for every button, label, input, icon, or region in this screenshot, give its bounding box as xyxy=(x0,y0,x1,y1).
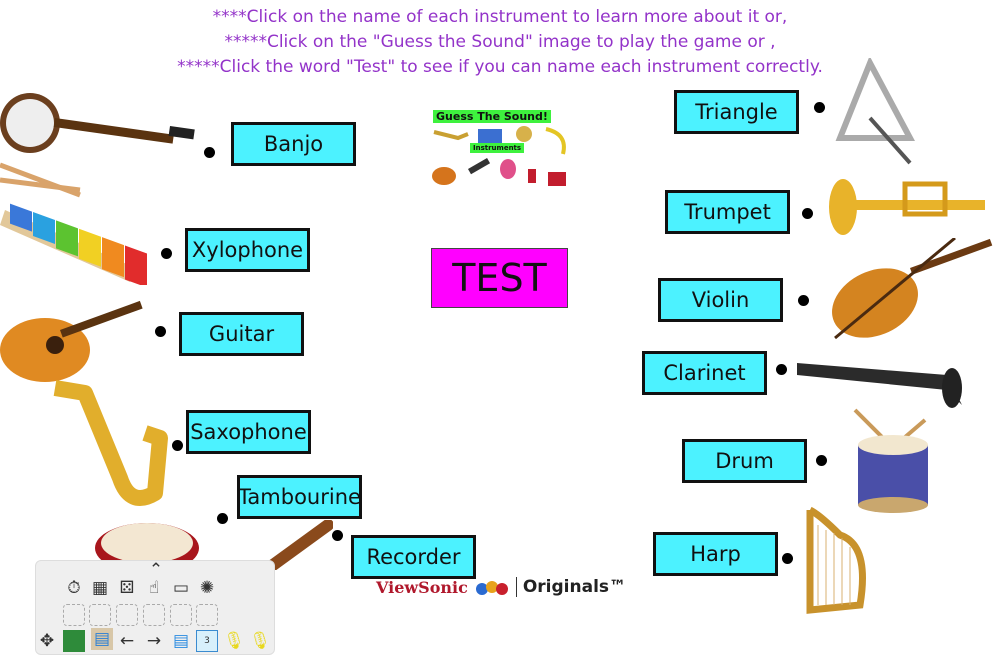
trumpet-dot xyxy=(802,208,813,219)
violin-dot xyxy=(798,295,809,306)
trumpet-image xyxy=(829,179,985,235)
whiteboard-icon[interactable] xyxy=(63,630,85,652)
violin-label[interactable]: Violin xyxy=(658,278,783,322)
empty-slot[interactable] xyxy=(170,604,192,626)
floating-toolbar: ⌃ ⏱ ▦ ⚄ ☝ ▭ ✺ ✥ ▤ ← → ▤ 3 🎙 🎙 xyxy=(35,560,275,655)
tambourine-label[interactable]: Tambourine xyxy=(237,475,362,519)
clarinet-image xyxy=(797,363,962,408)
instruments-collage-icon xyxy=(432,126,566,186)
empty-slot[interactable] xyxy=(196,604,218,626)
harp-label[interactable]: Harp xyxy=(653,532,778,576)
harp-dot xyxy=(782,553,793,564)
microphone-list-icon[interactable]: 🎙 xyxy=(249,631,271,651)
guess-the-sound-title: Guess The Sound! xyxy=(433,110,551,123)
empty-slot[interactable] xyxy=(116,604,138,626)
page-number-icon[interactable]: 3 xyxy=(196,630,218,652)
drum-dot xyxy=(816,455,827,466)
empty-slot[interactable] xyxy=(89,604,111,626)
instruction-line-3: *****Click the word "Test" to see if you… xyxy=(177,57,823,77)
viewsonic-originals-logo: ViewSonic Originals™ xyxy=(376,577,626,597)
triangle-image xyxy=(835,58,915,165)
saxophone-label[interactable]: Saxophone xyxy=(186,410,311,454)
xylophone-dot xyxy=(161,248,172,259)
arrow-left-icon[interactable]: ← xyxy=(119,631,135,651)
guess-the-sound-image[interactable]: Guess The Sound! Instruments xyxy=(428,108,571,190)
arrow-right-icon[interactable]: → xyxy=(146,631,162,651)
recorder-dot xyxy=(332,530,343,541)
triangle-label[interactable]: Triangle xyxy=(674,90,799,134)
collapse-chevron-up-icon[interactable]: ⌃ xyxy=(148,560,164,580)
guitar-image xyxy=(0,300,143,382)
harp-image xyxy=(806,506,866,614)
move-icon[interactable]: ✥ xyxy=(39,631,55,651)
banjo-label[interactable]: Banjo xyxy=(231,122,356,166)
logo-brand: ViewSonic xyxy=(376,577,468,597)
instruction-line-2: *****Click on the "Guess the Sound" imag… xyxy=(224,32,776,52)
test-button[interactable]: TEST xyxy=(431,248,568,308)
tambourine-image xyxy=(95,523,199,563)
drum-label[interactable]: Drum xyxy=(682,439,807,483)
violin-image xyxy=(832,238,993,340)
recorder-label[interactable]: Recorder xyxy=(351,535,476,579)
logo-product: Originals™ xyxy=(515,577,626,597)
guess-the-sound-subtitle: Instruments xyxy=(470,143,525,153)
microphone-record-icon[interactable]: 🎙 xyxy=(223,631,245,651)
calculator-icon[interactable]: ▦ xyxy=(91,578,109,598)
dice-icon[interactable]: ⚄ xyxy=(119,578,135,598)
spinner-wheel-icon[interactable]: ✺ xyxy=(199,578,215,598)
trumpet-label[interactable]: Trumpet xyxy=(665,190,790,234)
screen-icon[interactable]: ▭ xyxy=(172,578,190,598)
viewsonic-birds-icon xyxy=(475,581,508,595)
clipboard-icon[interactable]: ▤ xyxy=(91,628,113,650)
saxophone-dot xyxy=(172,440,183,451)
banjo-dot xyxy=(204,147,215,158)
add-page-icon[interactable]: ▤ xyxy=(172,631,190,651)
empty-slot[interactable] xyxy=(63,604,85,626)
tambourine-dot xyxy=(217,513,228,524)
instructions: ****Click on the name of each instrument… xyxy=(0,5,1000,80)
triangle-dot xyxy=(814,102,825,113)
empty-slot[interactable] xyxy=(143,604,165,626)
banjo-image xyxy=(0,93,195,153)
guitar-label[interactable]: Guitar xyxy=(179,312,304,356)
timer-icon[interactable]: ⏱ xyxy=(67,578,81,598)
spotlight-icon[interactable]: ☝ xyxy=(148,578,160,598)
drum-image xyxy=(853,408,928,513)
clarinet-label[interactable]: Clarinet xyxy=(642,351,767,395)
recorder-image xyxy=(268,520,333,570)
clarinet-dot xyxy=(776,364,787,375)
guitar-dot xyxy=(155,326,166,337)
saxophone-image xyxy=(53,380,168,506)
xylophone-image xyxy=(0,162,147,285)
xylophone-label[interactable]: Xylophone xyxy=(185,228,310,272)
instruction-line-1: ****Click on the name of each instrument… xyxy=(212,7,788,27)
